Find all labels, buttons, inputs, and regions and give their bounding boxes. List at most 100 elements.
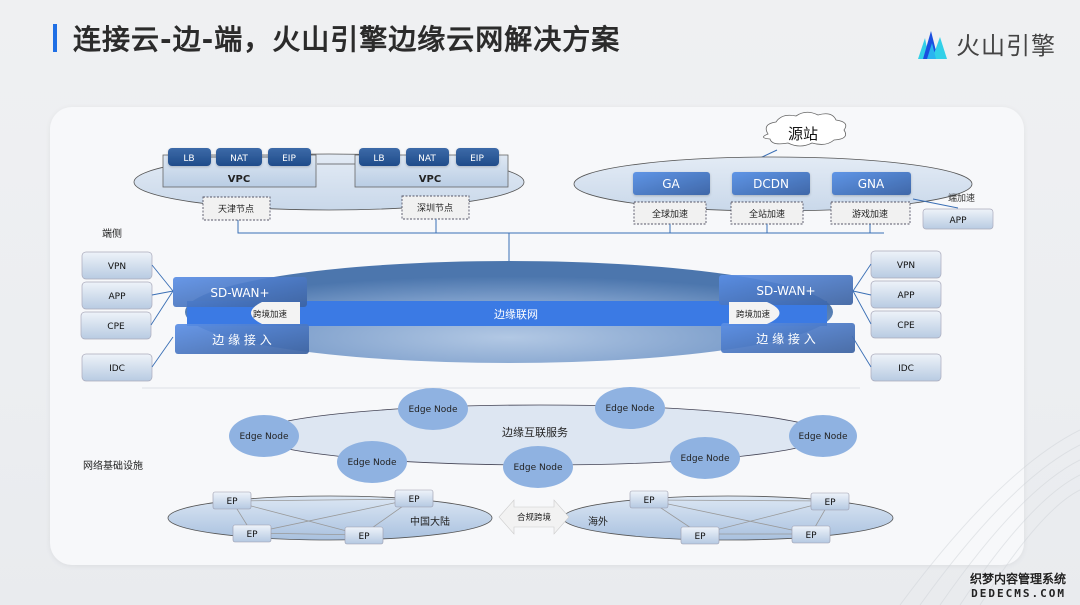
svg-text:NAT: NAT [418, 154, 436, 164]
cloud-connectors [237, 219, 884, 262]
overseas-label: 海外 [588, 515, 608, 528]
svg-text:GNA: GNA [858, 177, 885, 191]
ga-service[interactable]: GA [633, 172, 710, 195]
svg-text:NAT: NAT [230, 154, 248, 164]
right-cpe-client[interactable]: CPE [870, 310, 942, 339]
left-vpn-client[interactable]: VPN [81, 251, 153, 280]
svg-text:EP: EP [226, 497, 238, 507]
svg-text:全站加速: 全站加速 [749, 208, 785, 220]
lb-service[interactable]: LB [168, 148, 211, 166]
right-vpn-client[interactable]: VPN [870, 250, 942, 279]
svg-text:VPN: VPN [108, 262, 126, 272]
infra-section-label: 网络基础设施 [83, 459, 143, 472]
edge-node[interactable]: Edge Node [503, 446, 573, 488]
svg-text:EIP: EIP [282, 154, 296, 164]
global-acceleration-box[interactable]: 全球加速 [633, 201, 707, 225]
svg-text:EP: EP [805, 531, 817, 541]
edge-node[interactable]: Edge Node [789, 415, 857, 457]
svg-text:EP: EP [824, 498, 836, 508]
ep-node[interactable]: EP [791, 525, 831, 544]
edge-node[interactable]: Edge Node [229, 415, 299, 457]
left-app-client[interactable]: APP [81, 281, 153, 310]
logo-text: 火山引擎 [956, 32, 1056, 60]
svg-text:CPE: CPE [107, 322, 125, 332]
edge-network-label: 边缘联网 [494, 308, 538, 321]
svg-text:LB: LB [373, 154, 384, 164]
svg-text:边 缘 接 入: 边 缘 接 入 [756, 331, 815, 346]
right-edge-access-box[interactable]: 边 缘 接 入 [721, 323, 855, 353]
left-edge-access-box[interactable]: 边 缘 接 入 [175, 324, 309, 354]
ep-node[interactable]: EP [629, 490, 669, 509]
svg-text:EP: EP [643, 496, 655, 506]
edge-node[interactable]: Edge Node [595, 387, 665, 429]
svg-text:SD-WAN+: SD-WAN+ [210, 286, 269, 300]
right-app-client[interactable]: APP [870, 280, 942, 309]
svg-text:IDC: IDC [109, 364, 125, 374]
right-idc-client[interactable]: IDC [870, 353, 942, 382]
ep-nodes: EP EP EP EP EP EP EP EP [212, 489, 850, 545]
svg-text:EP: EP [408, 495, 420, 505]
decorative-waves [899, 429, 1080, 605]
left-idc-client[interactable]: IDC [81, 353, 153, 382]
vpc-group-tianjin: VPC LB NAT EIP [162, 148, 317, 188]
svg-text:DCDN: DCDN [753, 177, 789, 191]
eip-service[interactable]: EIP [268, 148, 311, 166]
svg-text:边 缘 接 入: 边 缘 接 入 [212, 332, 271, 347]
svg-text:跨境加速: 跨境加速 [253, 309, 288, 320]
svg-text:VPN: VPN [897, 261, 915, 271]
node-tianjin[interactable]: 天津节点 [202, 196, 271, 221]
left-cpe-client[interactable]: CPE [80, 311, 152, 340]
svg-text:EIP: EIP [470, 154, 484, 164]
edge-node[interactable]: Edge Node [337, 441, 407, 483]
dcdn-service[interactable]: DCDN [732, 172, 810, 195]
edge-node[interactable]: Edge Node [398, 388, 468, 430]
node-shenzhen[interactable]: 深圳节点 [401, 195, 470, 220]
left-cross-border-badge[interactable]: 跨境加速 [251, 302, 300, 324]
right-cross-border-badge[interactable]: 跨境加速 [729, 302, 780, 324]
nat-service[interactable]: NAT [406, 148, 449, 166]
svg-text:IDC: IDC [898, 364, 914, 374]
svg-text:APP: APP [897, 291, 915, 301]
ep-node[interactable]: EP [680, 526, 720, 545]
svg-text:SD-WAN+: SD-WAN+ [756, 284, 815, 298]
svg-text:Edge Node: Edge Node [348, 458, 397, 468]
brand-logo: 火山引擎 [918, 26, 1056, 61]
right-clients: VPN APP CPE IDC [851, 250, 942, 382]
svg-text:Edge Node: Edge Node [606, 404, 655, 414]
volcano-engine-logo-icon [918, 30, 947, 59]
client-app-box[interactable]: APP [922, 208, 994, 230]
edge-node[interactable]: Edge Node [670, 437, 740, 479]
eip-service[interactable]: EIP [456, 148, 499, 166]
game-acceleration-box[interactable]: 游戏加速 [830, 201, 911, 225]
ep-node[interactable]: EP [394, 489, 434, 508]
svg-text:天津节点: 天津节点 [218, 204, 254, 215]
svg-text:CPE: CPE [897, 321, 915, 331]
title-accent-bar [53, 24, 57, 52]
svg-text:EP: EP [694, 532, 706, 542]
client-accel-label: 端加速 [948, 192, 975, 204]
mainland-label: 中国大陆 [410, 515, 450, 528]
ep-node[interactable]: EP [212, 491, 252, 510]
ep-node[interactable]: EP [232, 524, 272, 543]
watermark: 织梦内容管理系统 DEDECMS.COM [970, 570, 1066, 600]
svg-text:EP: EP [358, 532, 370, 542]
gna-service[interactable]: GNA [832, 172, 911, 195]
svg-text:GA: GA [662, 177, 680, 191]
svg-text:深圳节点: 深圳节点 [417, 203, 453, 214]
svg-text:Edge Node: Edge Node [409, 405, 458, 415]
nat-service[interactable]: NAT [216, 148, 262, 166]
side-label: 端侧 [102, 227, 122, 240]
lb-service[interactable]: LB [359, 148, 400, 166]
right-sdwan-box[interactable]: SD-WAN+ [719, 275, 853, 305]
ep-node[interactable]: EP [344, 526, 384, 545]
left-clients: VPN APP CPE IDC [80, 251, 174, 382]
left-sdwan-box[interactable]: SD-WAN+ [173, 277, 307, 307]
site-acceleration-box[interactable]: 全站加速 [730, 201, 804, 225]
watermark-line2: DEDECMS.COM [971, 587, 1067, 600]
svg-text:跨境加速: 跨境加速 [736, 309, 771, 320]
svg-text:APP: APP [949, 216, 967, 226]
ep-node[interactable]: EP [810, 492, 850, 511]
vpc-label: VPC [419, 174, 441, 185]
svg-text:Edge Node: Edge Node [681, 454, 730, 464]
